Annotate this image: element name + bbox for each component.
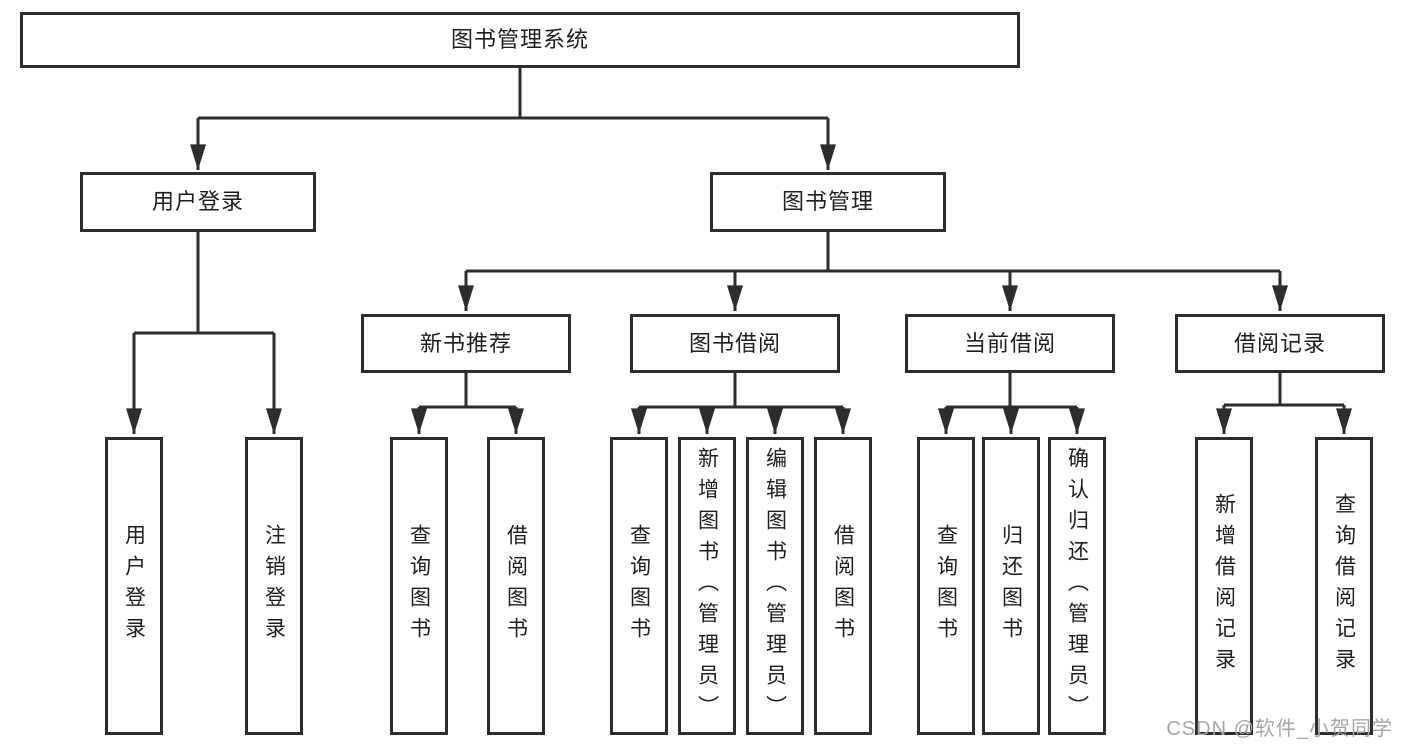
node-book-management-label: 图书管理 xyxy=(781,189,874,214)
leaf-add-books-admin-label: 新增图书（管理员） xyxy=(695,446,719,726)
node-new-book-recommend: 新书推荐 xyxy=(361,314,571,373)
leaf-confirm-return-admin: 确认归还（管理员） xyxy=(1048,437,1106,735)
edges-current-borrow-children xyxy=(938,373,1085,434)
node-book-borrow: 图书借阅 xyxy=(630,314,840,373)
node-borrow-record-label: 借阅记录 xyxy=(1233,330,1326,356)
leaf-current-query-books: 查询图书 xyxy=(917,437,975,735)
node-new-book-recommend-label: 新书推荐 xyxy=(419,330,512,356)
leaf-logout-label: 注销登录 xyxy=(262,524,286,648)
leaf-return-books-label: 归还图书 xyxy=(999,524,1023,648)
leaf-query-borrow-record-label: 查询借阅记录 xyxy=(1332,493,1356,679)
edges-new-book-children xyxy=(411,373,524,434)
leaf-user-login: 用户登录 xyxy=(105,437,163,735)
node-current-borrow-label: 当前借阅 xyxy=(963,330,1056,356)
leaf-add-borrow-record: 新增借阅记录 xyxy=(1195,437,1253,735)
edges-book-borrow-children xyxy=(631,373,851,434)
leaf-return-books: 归还图书 xyxy=(982,437,1040,735)
leaf-user-login-label: 用户登录 xyxy=(122,524,146,648)
edges-book-management-modules xyxy=(458,232,1288,311)
leaf-borrow-books-label: 借阅图书 xyxy=(831,524,855,648)
edges-borrow-record-children xyxy=(1216,373,1352,434)
node-user-login: 用户登录 xyxy=(80,172,316,232)
leaf-logout: 注销登录 xyxy=(245,437,303,735)
leaf-recommend-query-books: 查询图书 xyxy=(390,437,448,735)
leaf-current-query-books-label: 查询图书 xyxy=(934,524,958,648)
leaf-query-borrow-record: 查询借阅记录 xyxy=(1315,437,1373,735)
leaf-confirm-return-admin-label: 确认归还（管理员） xyxy=(1065,446,1089,726)
leaf-edit-books-admin: 编辑图书（管理员） xyxy=(746,437,804,735)
leaf-edit-books-admin-label: 编辑图书（管理员） xyxy=(763,446,787,726)
node-user-login-label: 用户登录 xyxy=(151,189,244,214)
node-book-borrow-label: 图书借阅 xyxy=(688,330,781,356)
leaf-add-borrow-record-label: 新增借阅记录 xyxy=(1212,493,1236,679)
leaf-borrow-query-books-label: 查询图书 xyxy=(627,524,651,648)
edges-root-to-level2 xyxy=(190,68,836,170)
node-root-label: 图书管理系统 xyxy=(450,27,589,52)
leaf-recommend-borrow-books: 借阅图书 xyxy=(487,437,545,735)
leaf-add-books-admin: 新增图书（管理员） xyxy=(678,437,736,735)
node-current-borrow: 当前借阅 xyxy=(905,314,1115,373)
node-borrow-record: 借阅记录 xyxy=(1175,314,1385,373)
leaf-borrow-query-books: 查询图书 xyxy=(610,437,668,735)
leaf-borrow-books: 借阅图书 xyxy=(814,437,872,735)
node-book-management: 图书管理 xyxy=(710,172,946,232)
edges-user-login-children xyxy=(126,232,282,434)
node-root-system: 图书管理系统 xyxy=(20,12,1020,68)
csdn-watermark: CSDN @软件_小贺同学 xyxy=(1166,718,1393,740)
leaf-recommend-query-books-label: 查询图书 xyxy=(407,524,431,648)
leaf-recommend-borrow-books-label: 借阅图书 xyxy=(504,524,528,648)
